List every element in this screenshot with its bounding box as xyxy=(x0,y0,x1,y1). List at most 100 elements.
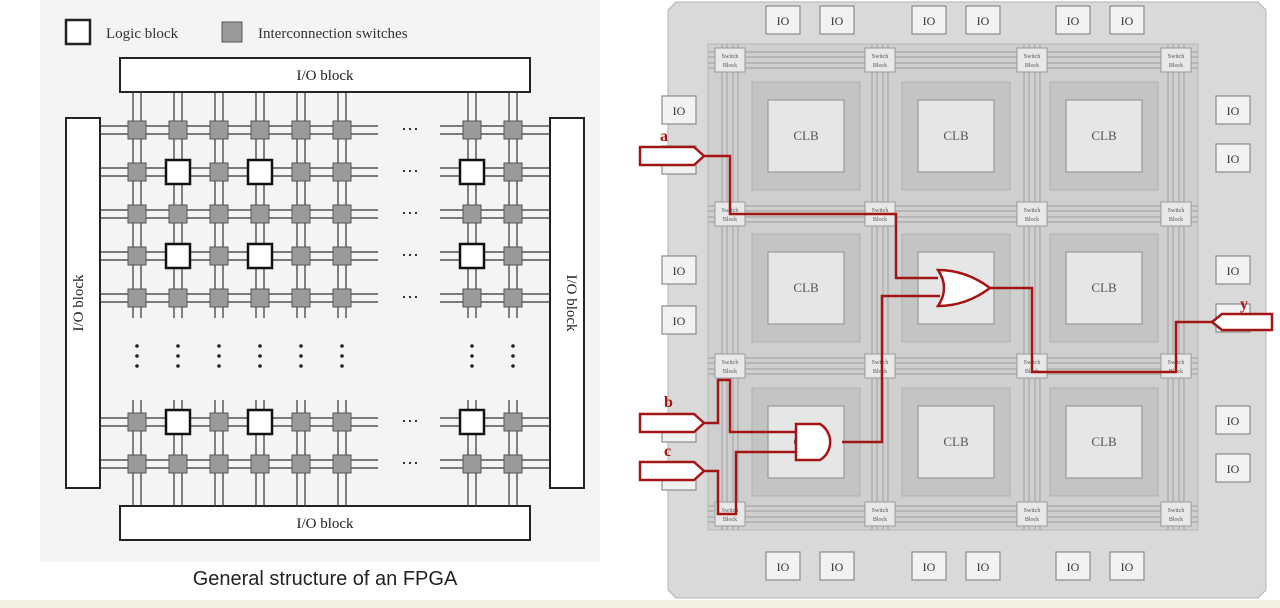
continuation-dots: ⋯⋯⋯⋯⋯⋯⋯ xyxy=(135,119,515,473)
io-pad xyxy=(661,95,697,125)
vertical-ellipsis-dot xyxy=(340,344,344,348)
interconnection-switch xyxy=(250,454,270,474)
vertical-ellipsis-dot xyxy=(511,364,515,368)
interconnection-switch xyxy=(250,204,270,224)
interconnection-switch xyxy=(462,204,482,224)
io-pad-label: IO xyxy=(1227,414,1240,428)
wire-c-to-and xyxy=(704,450,796,516)
routing-grid xyxy=(100,92,550,506)
vertical-ellipsis-dot xyxy=(299,354,303,358)
mapped-circuit: a b c y xyxy=(638,128,1274,516)
io-pad xyxy=(1055,551,1091,581)
switch-block xyxy=(1160,201,1192,227)
io-pad-label: IO xyxy=(1227,152,1240,166)
interconnection-switch xyxy=(291,204,311,224)
interconnection-switch xyxy=(462,454,482,474)
vertical-ellipsis-dot xyxy=(217,364,221,368)
interconnection-switch xyxy=(209,454,229,474)
io-pad-label: IO xyxy=(673,104,686,118)
switch-block-label: Block xyxy=(873,63,887,69)
interconnection-switch xyxy=(168,120,188,140)
interconnection-switch xyxy=(332,162,352,182)
io-pad xyxy=(911,551,947,581)
horizontal-ellipsis: ⋯ xyxy=(401,161,419,181)
logic-block xyxy=(246,158,274,186)
io-pad-label: IO xyxy=(673,264,686,278)
vertical-ellipsis-dot xyxy=(258,354,262,358)
horizontal-ellipsis: ⋯ xyxy=(401,119,419,139)
input-label-a: a xyxy=(660,128,668,145)
io-block-bottom-label: I/O block xyxy=(296,516,354,532)
interconnection-switch xyxy=(127,246,147,266)
io-block-bottom xyxy=(119,505,531,541)
interconnection-switch xyxy=(209,288,229,308)
vertical-ellipsis-dot xyxy=(217,354,221,358)
interconnection-switch xyxy=(462,288,482,308)
vertical-ellipsis-dot xyxy=(299,364,303,368)
clb-block xyxy=(917,99,995,173)
vertical-ellipsis-dot xyxy=(135,354,139,358)
switch-block-label: Switch xyxy=(872,208,889,214)
io-block-top-label: I/O block xyxy=(296,68,354,84)
switch-block xyxy=(1016,501,1048,527)
input-port-c xyxy=(638,460,706,482)
switch-block xyxy=(714,47,746,73)
logic-block xyxy=(246,408,274,436)
io-pad xyxy=(1215,143,1251,173)
interconnection-switch xyxy=(332,204,352,224)
switch-block-label: Switch xyxy=(1024,508,1041,514)
interconnection-switch xyxy=(503,246,523,266)
interconnection-switch xyxy=(127,162,147,182)
interconnection-switch xyxy=(168,288,188,308)
interconnection-switch xyxy=(250,120,270,140)
legend-logic-block-swatch xyxy=(64,18,92,46)
legend-logic-block-label: Logic block xyxy=(106,26,179,42)
wire-a-to-or xyxy=(704,154,938,280)
logic-block xyxy=(458,408,486,436)
legend-switch-label: Interconnection switches xyxy=(258,26,408,42)
vertical-ellipsis-dot xyxy=(340,364,344,368)
vertical-ellipsis-dot xyxy=(511,344,515,348)
switch-block-label: Switch xyxy=(722,54,739,60)
interconnection-switch xyxy=(332,454,352,474)
interconnection-switch xyxy=(291,288,311,308)
wire-and-to-or xyxy=(842,294,940,444)
logic-block xyxy=(164,408,192,436)
interconnection-switch xyxy=(332,120,352,140)
logic-block xyxy=(458,158,486,186)
horizontal-ellipsis: ⋯ xyxy=(401,453,419,473)
interconnection-switch xyxy=(209,412,229,432)
clb-block xyxy=(1065,99,1143,173)
io-pad xyxy=(1109,5,1145,35)
clb-label: CLB xyxy=(1091,280,1117,295)
io-pad xyxy=(1055,5,1091,35)
io-block-top xyxy=(119,57,531,93)
switch-block xyxy=(1016,201,1048,227)
clb-label: CLB xyxy=(943,434,969,449)
io-pad xyxy=(1215,453,1251,483)
switch-block xyxy=(1160,501,1192,527)
io-block-left xyxy=(65,117,101,489)
vertical-ellipsis-dot xyxy=(258,364,262,368)
horizontal-ellipsis: ⋯ xyxy=(401,203,419,223)
input-label-b: b xyxy=(664,394,673,411)
switch-block-label: Switch xyxy=(872,360,889,366)
io-pad-label: IO xyxy=(831,14,844,28)
io-pad-label: IO xyxy=(1227,104,1240,118)
logic-block xyxy=(164,158,192,186)
interconnection-switch xyxy=(332,288,352,308)
figure-caption: General structure of an FPGA xyxy=(192,568,458,590)
switch-block-label: Block xyxy=(873,217,887,223)
switch-block-label: Block xyxy=(1169,217,1183,223)
interconnection-switch xyxy=(209,204,229,224)
and-gate xyxy=(794,422,832,462)
clb-label: CLB xyxy=(793,128,819,143)
switch-block-label: Block xyxy=(723,217,737,223)
vertical-ellipsis-dot xyxy=(299,344,303,348)
interconnection-switch xyxy=(332,246,352,266)
interconnection-switch xyxy=(209,162,229,182)
io-pad-label: IO xyxy=(777,14,790,28)
switch-block-label: Block xyxy=(723,63,737,69)
interconnection-switch xyxy=(168,454,188,474)
io-pad-label: IO xyxy=(977,14,990,28)
